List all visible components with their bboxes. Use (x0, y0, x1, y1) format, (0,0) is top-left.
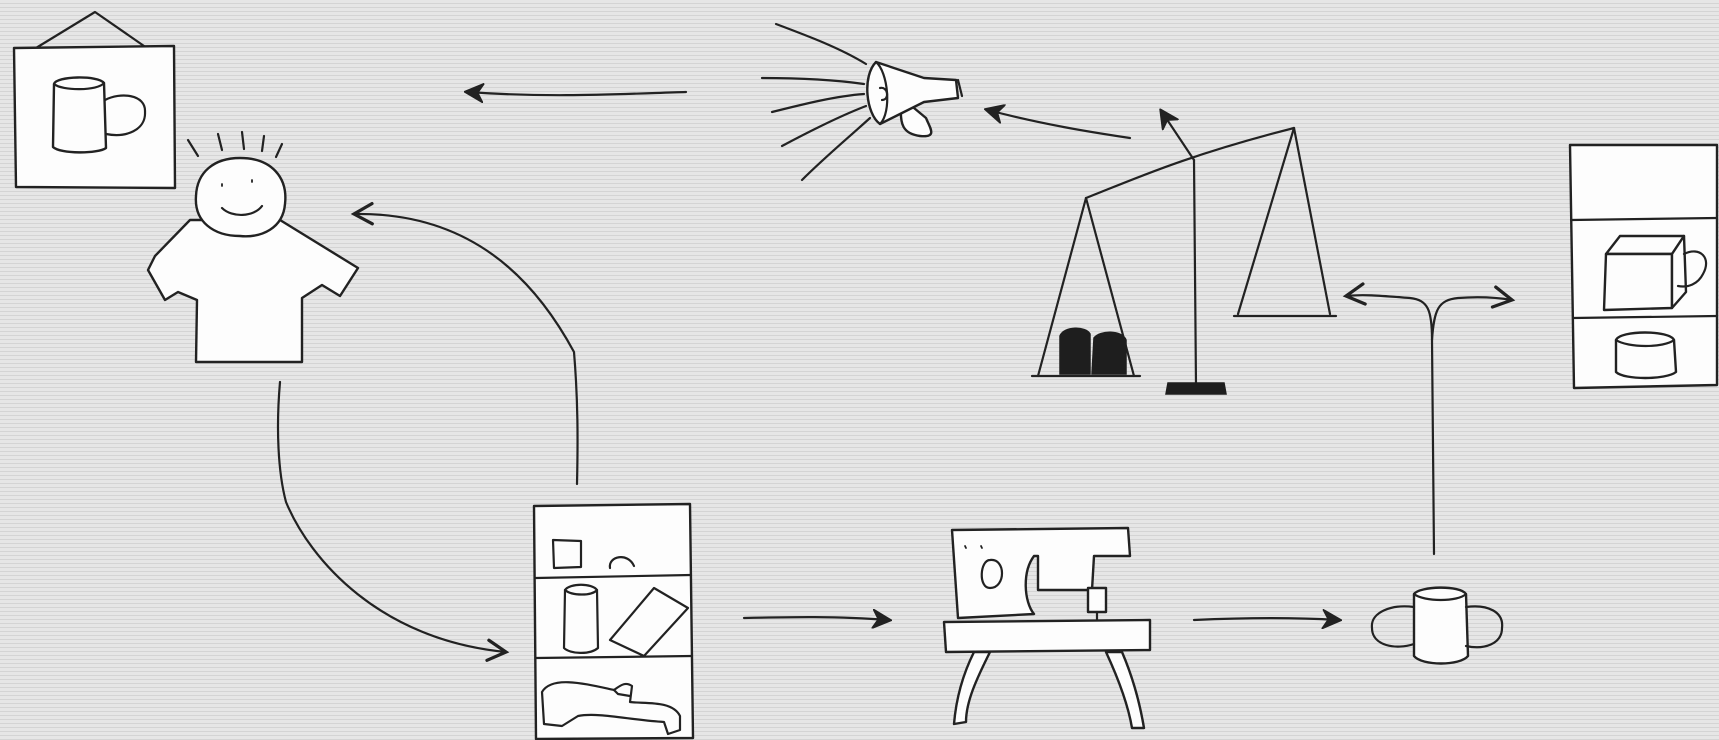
mug-icon (1372, 588, 1502, 664)
arrow-scale-to-megaphone (988, 110, 1130, 138)
arrow-mug-to-scale-and-shelf (1346, 295, 1512, 554)
person-icon (148, 132, 358, 362)
arrow-sewing-machine-to-mug (1194, 618, 1338, 620)
megaphone-icon (762, 24, 962, 180)
arrow-megaphone-to-person (468, 92, 686, 95)
framed-mug-icon (14, 12, 175, 188)
arrow-materials-to-person (354, 214, 578, 484)
balance-scale-icon (1032, 112, 1336, 394)
sewing-machine-icon (944, 528, 1150, 728)
arrow-materials-to-sewing-machine (744, 617, 888, 620)
arrow-person-to-materials (278, 382, 506, 652)
shelf-with-materials-icon (534, 504, 693, 739)
shelf-with-mugs-icon (1570, 145, 1717, 388)
